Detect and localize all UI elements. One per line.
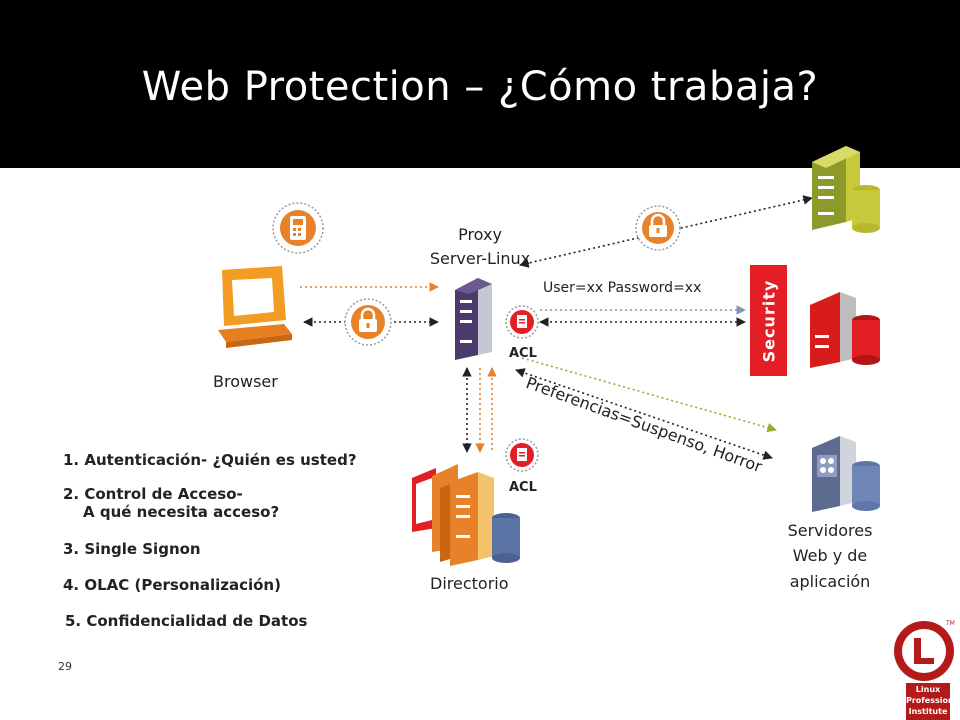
step-access-control: 2. Control de Acceso- A qué necesita acc…	[63, 485, 279, 521]
lpi-logo-text: Linux Professional Institute	[906, 684, 960, 717]
trademark-mark: TM	[946, 620, 955, 627]
phone-token-icon	[272, 202, 324, 254]
step-data-confidentiality: 5. Confidencialidad de Datos	[65, 612, 308, 630]
step-single-signon: 3. Single Signon	[63, 540, 201, 558]
security-badge: Security	[750, 265, 787, 376]
step-access-control-line2: A qué necesita acceso?	[83, 503, 280, 521]
browser-computer-icon	[218, 266, 292, 348]
lock-icon	[344, 298, 392, 346]
acl-document-icon	[505, 305, 539, 339]
acl-label-bottom: ACL	[509, 480, 537, 495]
proxy-label-line2: Server-Linux	[429, 249, 531, 268]
green-server-icon	[812, 146, 880, 233]
page-number: 29	[58, 660, 72, 673]
servers-label-line2: Web y de	[792, 546, 868, 565]
directory-server-icon	[412, 464, 520, 566]
credentials-message: User=xx Password=xx	[543, 280, 702, 296]
lpi-logo	[894, 621, 954, 720]
slide-title: Web Protection – ¿Cómo trabaja?	[141, 64, 819, 110]
servers-label-line3: aplicación	[789, 572, 871, 591]
browser-label: Browser	[213, 372, 278, 391]
lpi-logo-line1: Linux	[915, 685, 941, 694]
title-bar	[0, 0, 960, 168]
acl-label-top: ACL	[509, 346, 537, 361]
directory-label: Directorio	[430, 574, 509, 593]
web-app-server-icon	[812, 436, 880, 512]
security-label: Security	[759, 279, 778, 362]
lock-icon-top	[635, 205, 681, 251]
lpi-logo-line2: Professional	[906, 696, 960, 705]
acl-document-icon-directory	[505, 438, 539, 472]
proxy-app-servers-arrow	[515, 368, 773, 460]
servers-label-line1: Servidores	[787, 521, 873, 540]
proxy-server-icon	[455, 278, 492, 360]
red-server-icon	[810, 292, 880, 368]
lpi-logo-line3: Institute	[908, 707, 948, 716]
step-olac: 4. OLAC (Personalización)	[63, 576, 281, 594]
step-authentication: 1. Autenticación- ¿Quién es usted?	[63, 451, 357, 469]
step-access-control-line1: 2. Control de Acceso-	[63, 485, 243, 503]
proxy-label-line1: Proxy	[458, 225, 502, 244]
